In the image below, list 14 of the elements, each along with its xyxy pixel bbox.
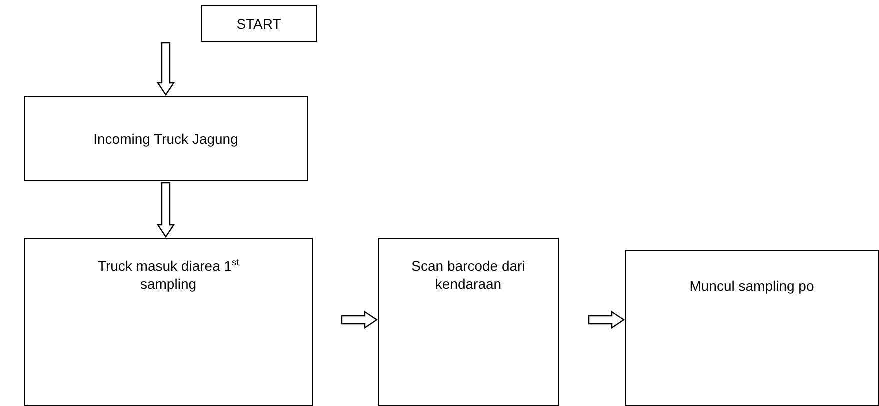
process-box [201, 5, 317, 42]
process-box [378, 238, 559, 406]
box-text: Incoming Truck Jagung [94, 130, 238, 148]
block-arrow [156, 42, 176, 96]
block-arrow [341, 310, 378, 330]
process-box [625, 250, 879, 406]
box-text: Truck masuk diarea 1$^{st}$ sampling [96, 257, 240, 293]
process-box [24, 96, 308, 181]
process-box [24, 238, 313, 406]
block-arrow [156, 182, 176, 238]
box-text: START [236, 14, 282, 32]
box-text: Muncul sampling po [690, 277, 814, 295]
block-arrow [588, 310, 626, 330]
box-text: Scan barcode dari kendaraan [410, 257, 526, 293]
